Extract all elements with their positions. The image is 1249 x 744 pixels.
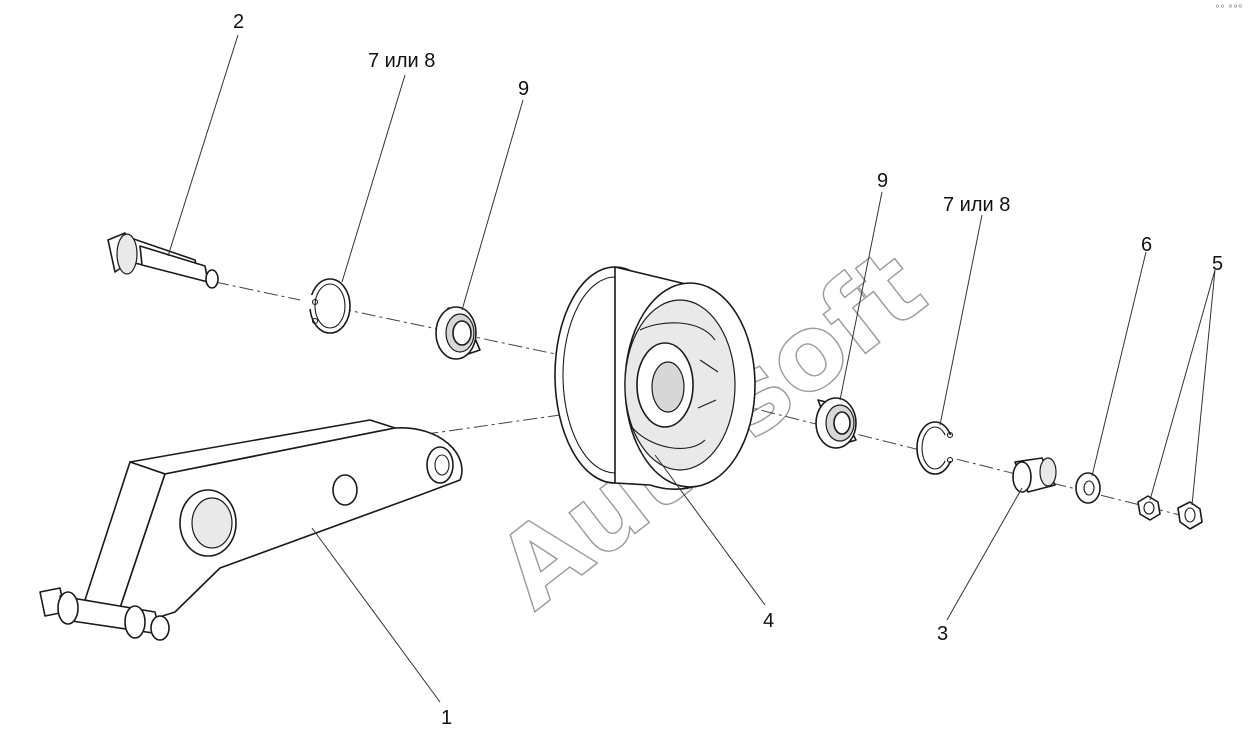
callout-7-right: 7 или 8 (943, 194, 1010, 216)
callout-3: 3 (937, 623, 948, 645)
callout-7-left: 7 или 8 (368, 50, 435, 72)
part-5-nut-2 (1177, 501, 1203, 530)
part-1-lever-arm (39, 419, 463, 641)
leader-7a (341, 74, 406, 283)
corner-mark: °° °°° (1214, 4, 1243, 15)
callout-6: 6 (1141, 234, 1152, 256)
callout-5: 5 (1212, 253, 1223, 275)
callout-9-left: 9 (518, 78, 529, 100)
leader-9b (839, 191, 883, 401)
leader-1 (311, 527, 441, 703)
leader-5a (1149, 269, 1216, 501)
leader-7b (939, 214, 983, 426)
leader-3 (946, 487, 1023, 621)
part-5-nut-1 (1137, 495, 1161, 521)
callout-9-right: 9 (877, 170, 888, 192)
callout-2: 2 (233, 11, 244, 33)
callout-1: 1 (441, 707, 452, 729)
leader-6 (1091, 251, 1147, 477)
part-3-bushing (1012, 457, 1057, 493)
leader-2 (167, 34, 239, 257)
callout-4: 4 (763, 610, 774, 632)
part-9-bearing-right (815, 397, 857, 449)
leader-4 (654, 454, 766, 606)
part-9-bearing-left (435, 306, 481, 360)
part-7-retaining-ring-left (300, 278, 351, 334)
part-6-washer (1075, 472, 1101, 504)
part-7-retaining-ring-right (916, 421, 957, 475)
leader-lines (167, 34, 1216, 703)
leader-9a (461, 99, 524, 311)
leader-5b (1191, 269, 1216, 506)
part-4-pulley (554, 266, 756, 491)
part-2-axle (107, 232, 219, 289)
